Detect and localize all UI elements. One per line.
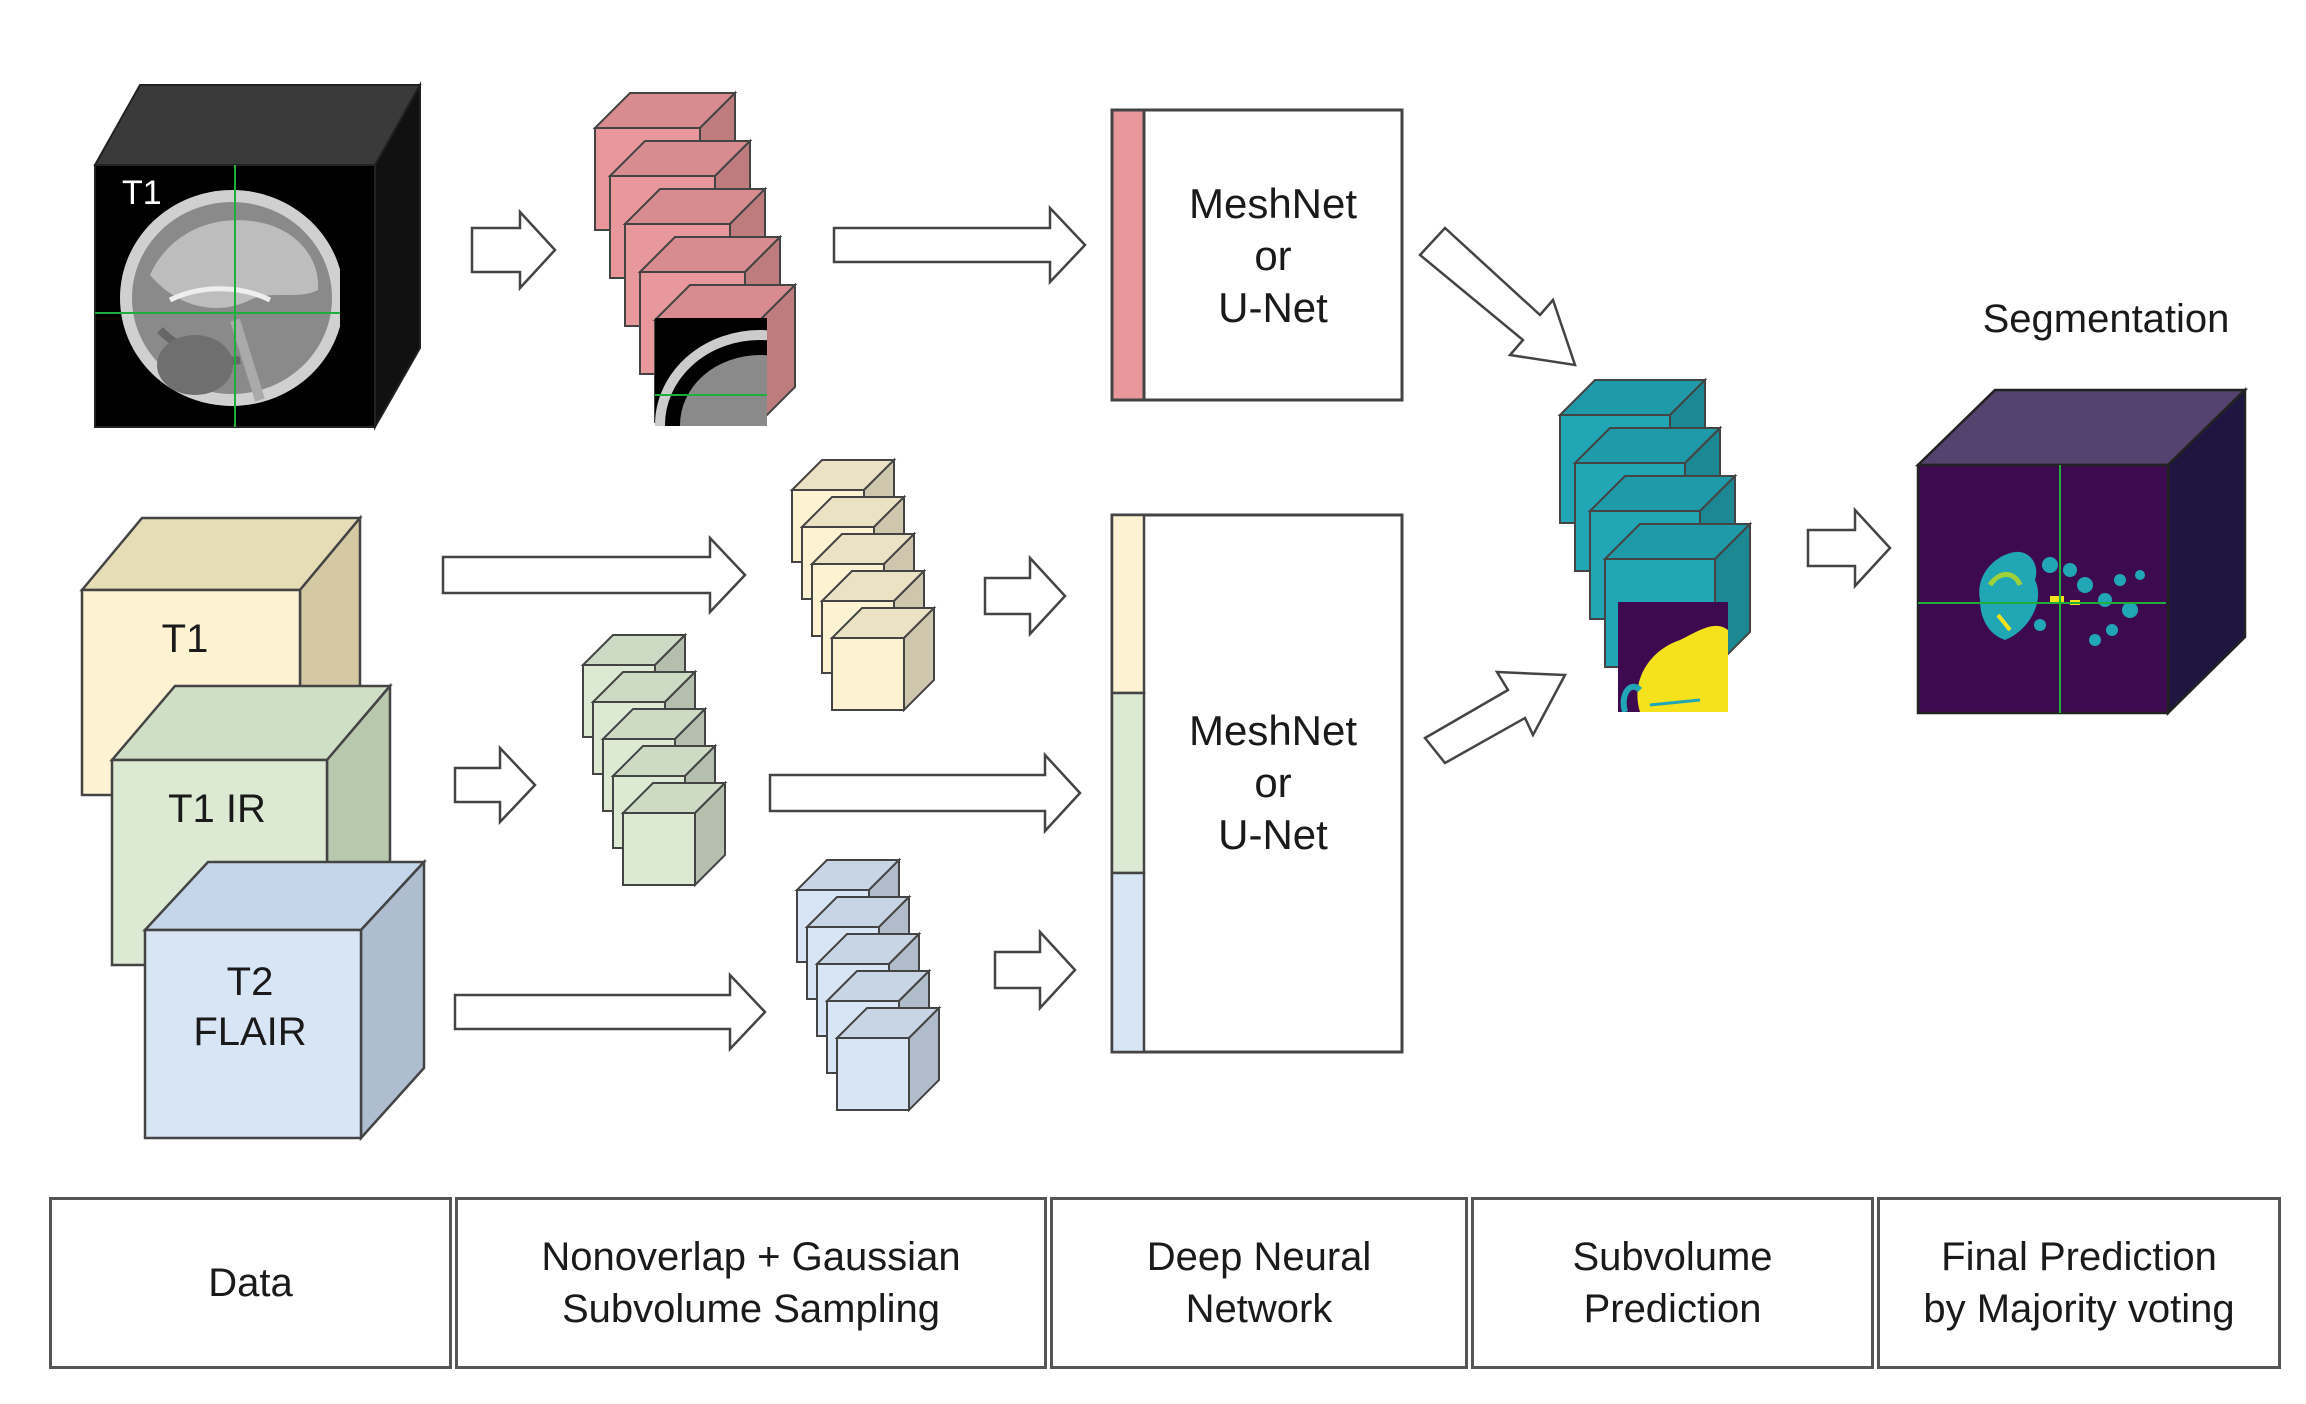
stage-data-label: Data (208, 1261, 293, 1305)
segmentation-label: Segmentation (1983, 297, 2230, 341)
subvolume-prediction-stack (1557, 377, 1753, 670)
stage-subvolume-sampling: Nonoverlap + Gaussian Subvolume Sampling (455, 1197, 1047, 1369)
segmentation-volume (1914, 387, 2249, 716)
patch-mri-thumbnail (655, 318, 767, 426)
t1ir-volume-name: T1 IR (168, 787, 266, 831)
arrow-sampling-t1 (441, 534, 747, 616)
subvolume-cube (829, 605, 937, 713)
t1-volume-name: T1 (162, 617, 209, 661)
stage-subvolume-sampling-label: Nonoverlap + Gaussian Subvolume Sampling (541, 1235, 961, 1331)
brain-mri-slice (95, 165, 340, 427)
arrow-to-network-flair (993, 928, 1077, 1012)
t1ir-subvolume-stack (580, 632, 728, 888)
t1-subvolume-stack-yellow (789, 457, 937, 713)
arrow-to-prediction-top (1418, 226, 1577, 367)
t1-mri-volume: T1 (93, 81, 422, 431)
prediction-segmentation-thumbnail (1618, 602, 1728, 712)
subvolume-cube (620, 780, 728, 888)
arrow-to-prediction-bottom (1423, 670, 1568, 765)
stage-data: Data (49, 1197, 452, 1369)
subvolume-cube (834, 1005, 942, 1113)
arrow-to-network-top (832, 204, 1087, 286)
stage-final-prediction: Final Prediction by Majority voting (1877, 1197, 2281, 1369)
arrow-to-network-t1ir (768, 751, 1082, 835)
stage-final-prediction-label: Final Prediction by Majority voting (1923, 1235, 2235, 1331)
t1-volume-label: T1 (122, 174, 162, 212)
stage-subvolume-prediction-label: Subvolume Prediction (1572, 1235, 1773, 1331)
segmentation-map (1918, 465, 2166, 713)
arrow-to-segmentation (1806, 506, 1892, 590)
stage-subvolume-prediction: Subvolume Prediction (1471, 1197, 1874, 1369)
arrow-sampling-t1ir (453, 744, 537, 826)
arrow-sampling-flair (453, 971, 767, 1053)
stage-deep-neural-network: Deep Neural Network (1050, 1197, 1468, 1369)
arrow-to-network-t1 (983, 554, 1067, 638)
flair-subvolume-stack (794, 857, 942, 1113)
stage-deep-neural-network-label: Deep Neural Network (1146, 1235, 1372, 1331)
arrow-sampling-top (470, 208, 557, 292)
